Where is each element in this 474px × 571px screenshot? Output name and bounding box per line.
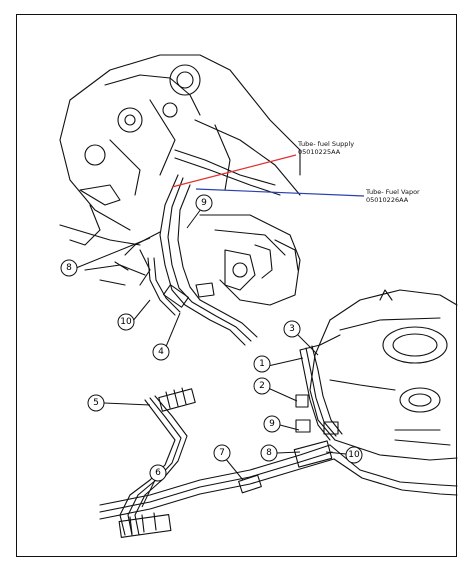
tube-clips <box>118 282 339 538</box>
fuel-vapor-label: Tube- Fuel Vapor <box>366 188 420 196</box>
callout-8-upper: 8 <box>66 263 72 273</box>
callout-9-lower: 9 <box>269 419 275 429</box>
callout-8-lower: 8 <box>266 448 272 458</box>
callout-10-upper: 10 <box>120 317 132 327</box>
callout-6: 6 <box>155 468 161 478</box>
fuel-vapor-part-number: 05010226AA <box>366 196 409 204</box>
fuel-vapor-leader-line <box>195 188 365 197</box>
fuel-supply-part-number: 05010225AA <box>298 148 341 156</box>
callout-10-lower: 10 <box>348 450 360 460</box>
fuel-supply-leader-line <box>171 154 297 188</box>
callout-2: 2 <box>259 381 265 391</box>
callout-9-upper: 9 <box>201 198 207 208</box>
diagram-frame <box>16 14 457 557</box>
callout-3: 3 <box>289 324 295 334</box>
callout-7: 7 <box>219 448 225 458</box>
callout-5: 5 <box>93 398 99 408</box>
fuel-supply-label: Tube- fuel Supply <box>298 140 355 148</box>
fuel-vapor-annotation: Tube- Fuel Vapor 05010226AA <box>366 188 420 204</box>
callout-4: 4 <box>158 347 164 357</box>
callout-1: 1 <box>259 359 265 369</box>
fuel-tank <box>309 289 458 461</box>
fuel-supply-annotation: Tube- fuel Supply 05010225AA <box>298 140 354 156</box>
engine-block <box>59 54 301 306</box>
